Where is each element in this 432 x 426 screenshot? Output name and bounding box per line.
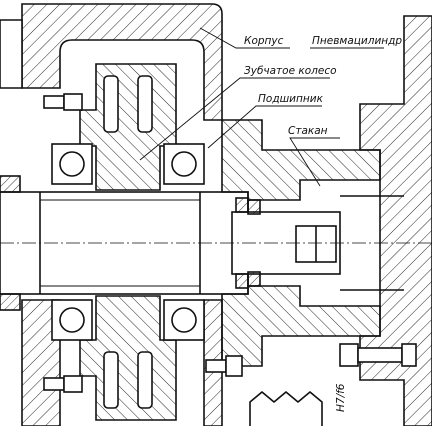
bearing-left xyxy=(51,143,93,341)
bolt-bottom xyxy=(43,375,83,393)
pulley xyxy=(249,391,323,426)
leader-lines xyxy=(139,27,384,187)
label-housing: Корпус xyxy=(244,35,284,47)
label-cylinder: Пневмацилиндр xyxy=(312,35,402,47)
bearing-right xyxy=(163,143,205,341)
bolt-cup xyxy=(205,355,243,377)
cup xyxy=(221,119,381,367)
label-bearing: Подшипник xyxy=(258,93,324,105)
bolt-top xyxy=(43,93,83,111)
bolt-cylinder xyxy=(339,343,417,367)
label-gear: Зубчатое колесо xyxy=(244,65,337,77)
label-cup: Стакан xyxy=(288,125,328,137)
label-fit: H7/f6 xyxy=(335,383,347,412)
housing-body xyxy=(0,3,223,426)
pneumatic-cylinder xyxy=(340,15,432,426)
